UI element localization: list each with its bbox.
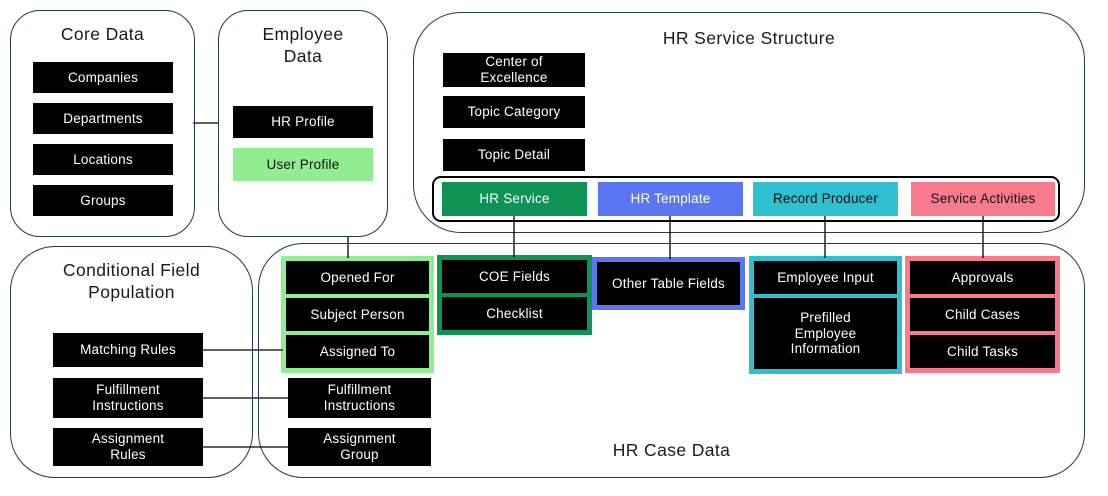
- box-record-producer: Record Producer: [753, 182, 898, 216]
- box-opened-for: Opened For: [286, 261, 429, 294]
- hr-case-data-title: HR Case Data: [612, 440, 731, 460]
- box-user-profile: User Profile: [233, 148, 373, 181]
- box-fulfillment-instructions-right: Fulfillment Instructions: [288, 378, 431, 418]
- box-matching-rules: Matching Rules: [53, 333, 203, 367]
- box-service-activities: Service Activities: [911, 182, 1055, 216]
- box-employee-input: Employee Input: [754, 261, 897, 294]
- case-fields-group: Opened For Subject Person Assigned To: [281, 256, 434, 373]
- coe-fields-group: COE Fields Checklist: [437, 255, 592, 335]
- box-hr-profile: HR Profile: [233, 106, 373, 138]
- box-child-tasks: Child Tasks: [910, 335, 1055, 368]
- core-data-title: Core Data: [60, 24, 145, 44]
- box-companies: Companies: [33, 62, 173, 93]
- box-fulfillment-instructions-left: Fulfillment Instructions: [53, 378, 203, 418]
- box-center-of-excellence: Center of Excellence: [443, 53, 585, 87]
- box-coe-fields: COE Fields: [442, 260, 587, 293]
- hr-service-structure-title: HR Service Structure: [662, 28, 836, 48]
- box-assignment-group: Assignment Group: [288, 428, 431, 466]
- box-assigned-to: Assigned To: [286, 335, 429, 368]
- box-other-table-fields: Other Table Fields: [597, 262, 740, 305]
- box-groups: Groups: [33, 185, 173, 216]
- box-subject-person: Subject Person: [286, 298, 429, 331]
- employee-data-title: Employee Data: [262, 24, 344, 66]
- other-table-fields-group: Other Table Fields: [592, 257, 745, 310]
- box-topic-category: Topic Category: [443, 96, 585, 128]
- box-locations: Locations: [33, 144, 173, 175]
- box-approvals: Approvals: [910, 261, 1055, 294]
- box-assignment-rules: Assignment Rules: [53, 428, 203, 466]
- box-hr-template: HR Template: [598, 182, 743, 216]
- box-hr-service: HR Service: [442, 182, 587, 216]
- box-checklist: Checklist: [442, 297, 587, 330]
- box-departments: Departments: [33, 103, 173, 134]
- box-prefilled-employee-information: Prefilled Employee Information: [754, 298, 897, 369]
- activity-fields-group: Approvals Child Cases Child Tasks: [905, 256, 1060, 373]
- box-child-cases: Child Cases: [910, 298, 1055, 331]
- employee-fields-group: Employee Input Prefilled Employee Inform…: [749, 256, 902, 374]
- conditional-field-population-title: Conditional Field Population: [62, 260, 201, 302]
- box-topic-detail: Topic Detail: [443, 139, 585, 171]
